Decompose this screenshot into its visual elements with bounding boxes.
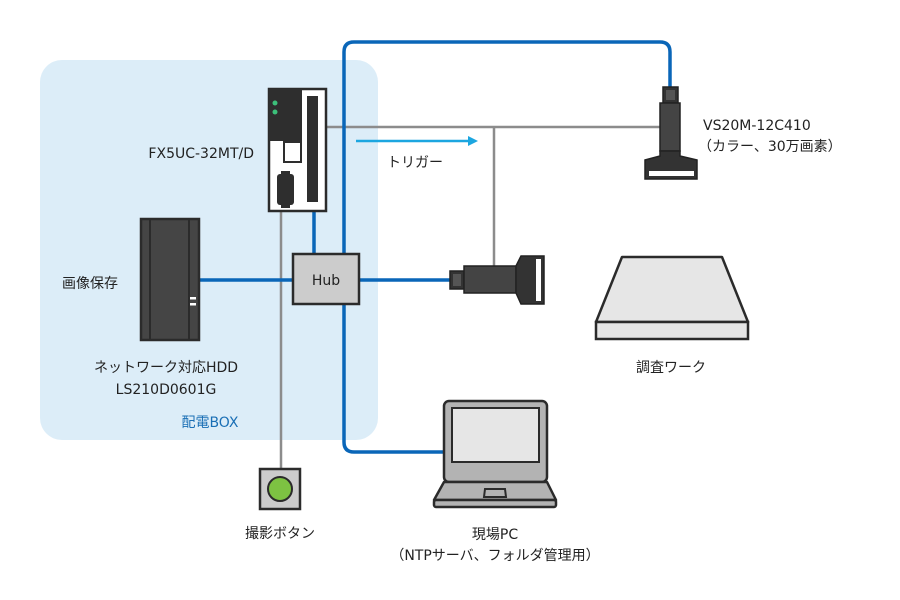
laptop-pc — [432, 399, 558, 509]
camera-spec-label: （カラー、30万画素） — [698, 139, 842, 155]
trigger-label: トリガー — [387, 155, 443, 171]
button-label: 撮影ボタン — [245, 525, 315, 542]
ethernet-line-hub-pc — [342, 304, 444, 454]
image-storage-label: 画像保存 — [62, 276, 118, 292]
capture-button — [258, 467, 302, 511]
plc-label: FX5UC-32MT/D — [148, 146, 254, 162]
hdd-name-label: ネットワーク対応HDD — [94, 360, 238, 376]
nas-hdd-device — [139, 217, 201, 342]
workpiece — [594, 255, 750, 341]
hub-label: Hub — [312, 273, 340, 289]
plc-led-icon — [272, 100, 278, 106]
pc-name-label: 現場PC — [472, 527, 518, 543]
camera-vs20m — [644, 86, 698, 180]
camera-side — [449, 255, 545, 305]
hub-device: Hub — [291, 252, 361, 306]
pc-role-label: （NTPサーバ、フォルダ管理用） — [390, 548, 599, 564]
hdd-model-label: LS210D0601G — [116, 382, 217, 398]
workpiece-label: 調査ワーク — [636, 360, 706, 376]
green-button-icon — [267, 476, 293, 502]
panel-label: 配電BOX — [181, 415, 238, 431]
trigger-arrow — [356, 136, 478, 146]
ethernet-line-hub-camera1 — [342, 40, 672, 254]
plc-device — [267, 87, 328, 213]
camera-model-label: VS20M-12C410 — [703, 118, 811, 134]
plc-led-icon — [272, 109, 278, 115]
